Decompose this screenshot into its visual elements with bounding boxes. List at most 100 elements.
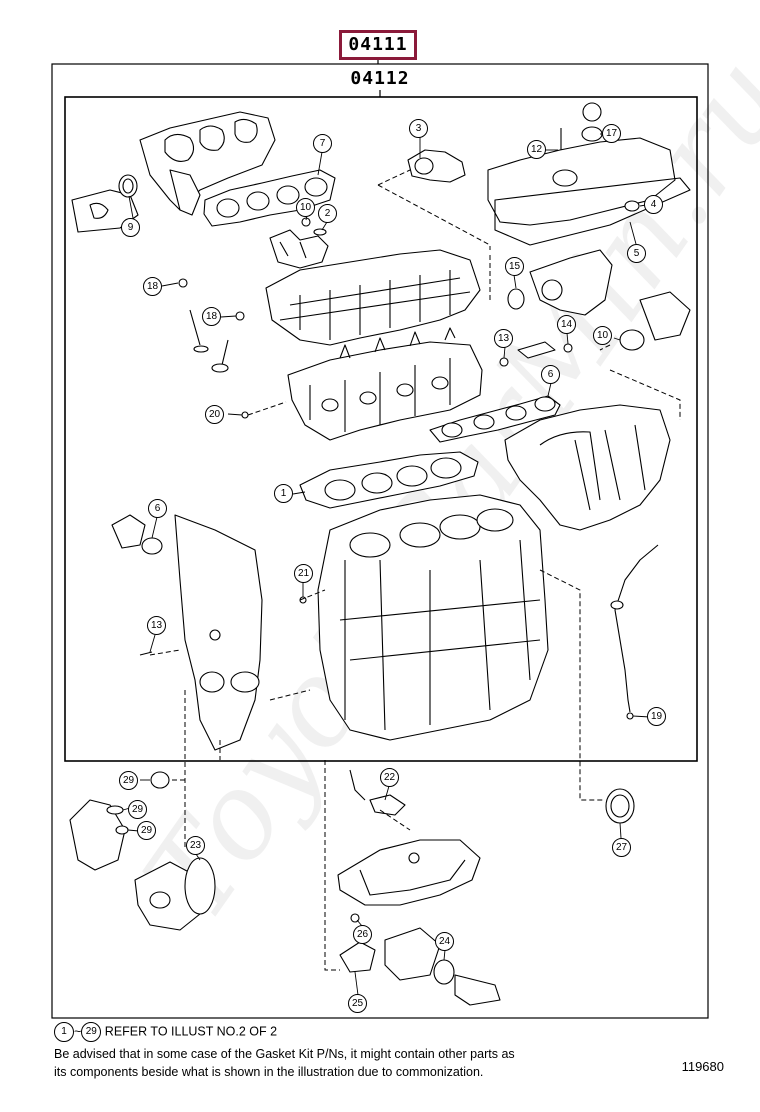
callout-label: 29 (131, 804, 144, 815)
callout-12[interactable]: 12 (527, 140, 546, 159)
illustration-number: 119680 (681, 1059, 724, 1074)
range-end-badge: 29 (81, 1022, 102, 1042)
callout-29-mid[interactable]: 29 (128, 800, 147, 819)
callout-9[interactable]: 9 (121, 218, 140, 237)
cylinder-block (317, 494, 549, 741)
callout-label: 5 (633, 248, 640, 259)
thermostat-housing (384, 927, 441, 981)
callout-10-right[interactable]: 10 (593, 326, 612, 345)
inner-frame (64, 96, 698, 762)
intake-manifold-gasket-8 (429, 395, 561, 443)
callout-label: 26 (356, 929, 369, 940)
callout-label: 3 (415, 123, 422, 134)
callout-label: 2 (324, 208, 331, 219)
callout-label: 20 (208, 409, 221, 420)
camshaft-bearing-caps (269, 229, 329, 269)
small-bolt-13 (139, 651, 153, 656)
seal-20 (241, 411, 249, 419)
camshaft-housing (265, 249, 481, 346)
callout-18-top[interactable]: 18 (143, 277, 162, 296)
oil-strainer (349, 769, 366, 801)
callout-29-low[interactable]: 29 (137, 821, 156, 840)
callout-3[interactable]: 3 (409, 119, 428, 138)
callout-21[interactable]: 21 (294, 564, 313, 583)
callout-label: 6 (154, 503, 161, 514)
water-pipe (454, 974, 501, 1006)
cylinder-head-gasket-1 (299, 451, 479, 509)
footer-refer: 1~29 REFER TO ILLUST NO.2 OF 2 (54, 1022, 277, 1042)
callout-22[interactable]: 22 (380, 768, 399, 787)
callout-label: 27 (615, 842, 628, 853)
callout-4[interactable]: 4 (644, 195, 663, 214)
callout-5[interactable]: 5 (627, 244, 646, 263)
outer-frame (51, 63, 709, 1019)
parts (69, 102, 691, 1006)
callout-label: 22 (383, 772, 396, 783)
footer-note-line2: its components beside what is shown in t… (54, 1065, 484, 1079)
oil-pan (337, 839, 481, 906)
callout-29-top[interactable]: 29 (119, 771, 138, 790)
cylinder-head (287, 327, 483, 441)
gasket-23 (184, 857, 216, 915)
callout-14[interactable]: 14 (557, 315, 576, 334)
callout-10-top[interactable]: 10 (296, 198, 315, 217)
callout-25[interactable]: 25 (348, 994, 367, 1013)
diagram-frames (51, 60, 709, 1019)
callout-24[interactable]: 24 (435, 932, 454, 951)
callout-27[interactable]: 27 (612, 838, 631, 857)
callout-label: 15 (508, 261, 521, 272)
callout-15[interactable]: 15 (505, 257, 524, 276)
callout-label: 7 (319, 138, 326, 149)
callout-20[interactable]: 20 (205, 405, 224, 424)
callout-label: 10 (299, 202, 312, 213)
footer-note-line1: Be advised that in some case of the Gask… (54, 1047, 515, 1061)
oil-filler-gasket-17 (581, 126, 603, 142)
intake-manifold (504, 404, 671, 531)
callout-label: 29 (140, 825, 153, 836)
throttle-body (529, 249, 613, 316)
callout-13-top[interactable]: 13 (494, 329, 513, 348)
callout-19[interactable]: 19 (647, 707, 666, 726)
callout-1[interactable]: 1 (274, 484, 293, 503)
callout-13-left[interactable]: 13 (147, 616, 166, 635)
oil-filler-cap (582, 102, 602, 122)
callout-2[interactable]: 2 (318, 204, 337, 223)
callout-label: 14 (560, 319, 573, 330)
callout-label: 4 (650, 199, 657, 210)
callout-label: 13 (497, 333, 510, 344)
bolt-13 (517, 341, 556, 359)
dashed-leaders (149, 169, 681, 971)
callout-23[interactable]: 23 (186, 836, 205, 855)
callout-26[interactable]: 26 (353, 925, 372, 944)
seal-4 (624, 200, 640, 212)
range-sep: ~ (74, 1024, 82, 1039)
callout-17[interactable]: 17 (602, 124, 621, 143)
oil-seal-29 (150, 771, 170, 789)
callout-6-right[interactable]: 6 (541, 365, 560, 384)
exhaust-manifold-part (71, 111, 276, 233)
callout-label: 13 (150, 620, 163, 631)
small-part-2 (313, 228, 327, 236)
callout-label: 24 (438, 936, 451, 947)
part-code-inner[interactable]: 04112 (350, 68, 410, 89)
water-outlet-25 (339, 941, 376, 973)
callout-label: 21 (297, 568, 310, 579)
part-code-outer[interactable]: 04111 (339, 30, 417, 60)
callout-7[interactable]: 7 (313, 134, 332, 153)
callout-label: 18 (205, 311, 218, 322)
cylinder-head-cover (487, 137, 691, 246)
callout-leaders (122, 133, 651, 996)
water-pump (69, 799, 126, 871)
timing-chain-cover (174, 514, 263, 751)
small-seal-14 (563, 343, 573, 353)
callout-6-left[interactable]: 6 (148, 499, 167, 518)
callout-label: 19 (650, 711, 663, 722)
callout-label: 18 (146, 281, 159, 292)
callout-label: 10 (596, 330, 609, 341)
water-outlet-3 (407, 149, 466, 183)
callout-label: 1 (280, 488, 287, 499)
bracket-part (639, 291, 691, 341)
callout-18-mid[interactable]: 18 (202, 307, 221, 326)
callout-label: 9 (127, 222, 134, 233)
